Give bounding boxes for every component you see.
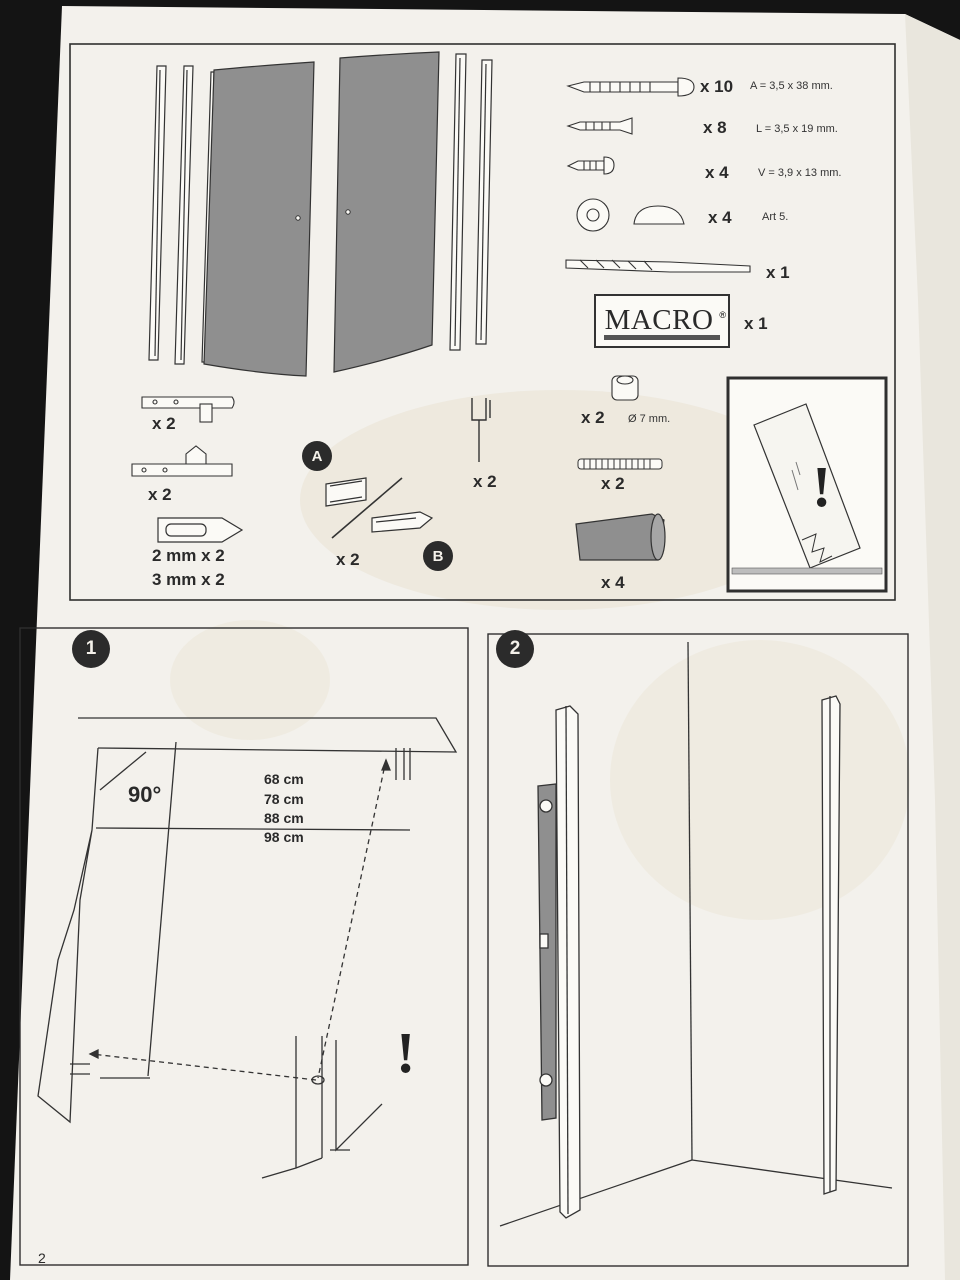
spacer-spec: Ø 7 mm. xyxy=(628,413,671,425)
spacer-quantity: x 2 xyxy=(581,408,605,427)
profiles-right xyxy=(449,53,493,351)
parts-frame xyxy=(69,43,896,601)
door-hole xyxy=(295,215,301,221)
screw-v-drawing xyxy=(566,156,615,175)
screw-a-spec: A = 3,5 x 38 mm. xyxy=(750,80,833,92)
u-profile-quantity: x 2 xyxy=(473,472,497,491)
water-stain xyxy=(610,640,910,920)
drill-bit-drawing xyxy=(565,259,751,273)
step2-badge: 2 xyxy=(496,630,534,668)
threaded-rod-quantity: x 2 xyxy=(601,474,625,493)
glass-warning-box xyxy=(726,376,888,593)
glass-door-left xyxy=(203,61,315,377)
brand-mark: ® xyxy=(719,310,726,320)
shim-drawing xyxy=(157,517,244,543)
angle-label: 90° xyxy=(128,782,162,807)
threaded-rod-drawing xyxy=(577,458,663,470)
width-98: 98 cm xyxy=(264,829,304,845)
paper-edge-right xyxy=(905,14,960,1280)
water-stain xyxy=(170,620,330,740)
shim-2mm: 2 mm x 2 xyxy=(152,546,225,565)
screw-a-drawing xyxy=(566,77,695,97)
screw-a-quantity: x 10 xyxy=(700,77,734,96)
seal-drawing xyxy=(325,477,434,539)
plug-drawing xyxy=(575,513,666,561)
plug-quantity: x 4 xyxy=(601,573,625,592)
hinge-plate-quantity: x 2 xyxy=(152,414,176,433)
pivot-plate-quantity: x 2 xyxy=(148,485,172,504)
brand-quantity: x 1 xyxy=(744,314,768,333)
screw-l-drawing xyxy=(566,117,633,135)
profiles-left xyxy=(148,65,215,365)
width-68: 68 cm xyxy=(264,771,304,787)
pivot-plate-drawing xyxy=(131,445,233,477)
shim-3mm: 3 mm x 2 xyxy=(152,570,225,589)
width-88: 88 cm xyxy=(264,810,304,826)
step1-warning-icon: ! xyxy=(396,1020,416,1085)
seal-label-a: A xyxy=(302,441,332,471)
seal-label-b: B xyxy=(423,541,453,571)
cap-drawing xyxy=(576,198,685,232)
page-number: 2 xyxy=(38,1250,46,1266)
logo-band xyxy=(604,335,720,340)
step1-illustration xyxy=(37,717,458,1179)
step1-frame xyxy=(19,627,469,1266)
screw-v-quantity: x 4 xyxy=(705,163,729,182)
screw-l-spec: L = 3,5 x 19 mm. xyxy=(756,123,838,135)
u-profile-drawing xyxy=(471,398,491,462)
width-78: 78 cm xyxy=(264,791,304,807)
step2-illustration xyxy=(499,641,893,1227)
seal-quantity: x 2 xyxy=(336,550,360,569)
macro-logo: MACRO ® xyxy=(594,294,730,348)
glass-warning-icon: ! xyxy=(812,454,832,519)
brand-name: MACRO xyxy=(604,304,714,336)
step1-badge: 1 xyxy=(72,630,110,668)
glass-door-right xyxy=(333,51,440,373)
screw-v-spec: V = 3,9 x 13 mm. xyxy=(758,167,842,179)
step2-frame xyxy=(487,633,909,1267)
cap-quantity: x 4 xyxy=(708,208,732,227)
hinge-plate-drawing xyxy=(141,396,235,423)
drill-bit-quantity: x 1 xyxy=(766,263,790,282)
door-hole xyxy=(345,209,351,215)
spacer-drawing xyxy=(611,375,639,401)
cap-spec: Art 5. xyxy=(762,211,789,223)
screw-l-quantity: x 8 xyxy=(703,118,727,137)
